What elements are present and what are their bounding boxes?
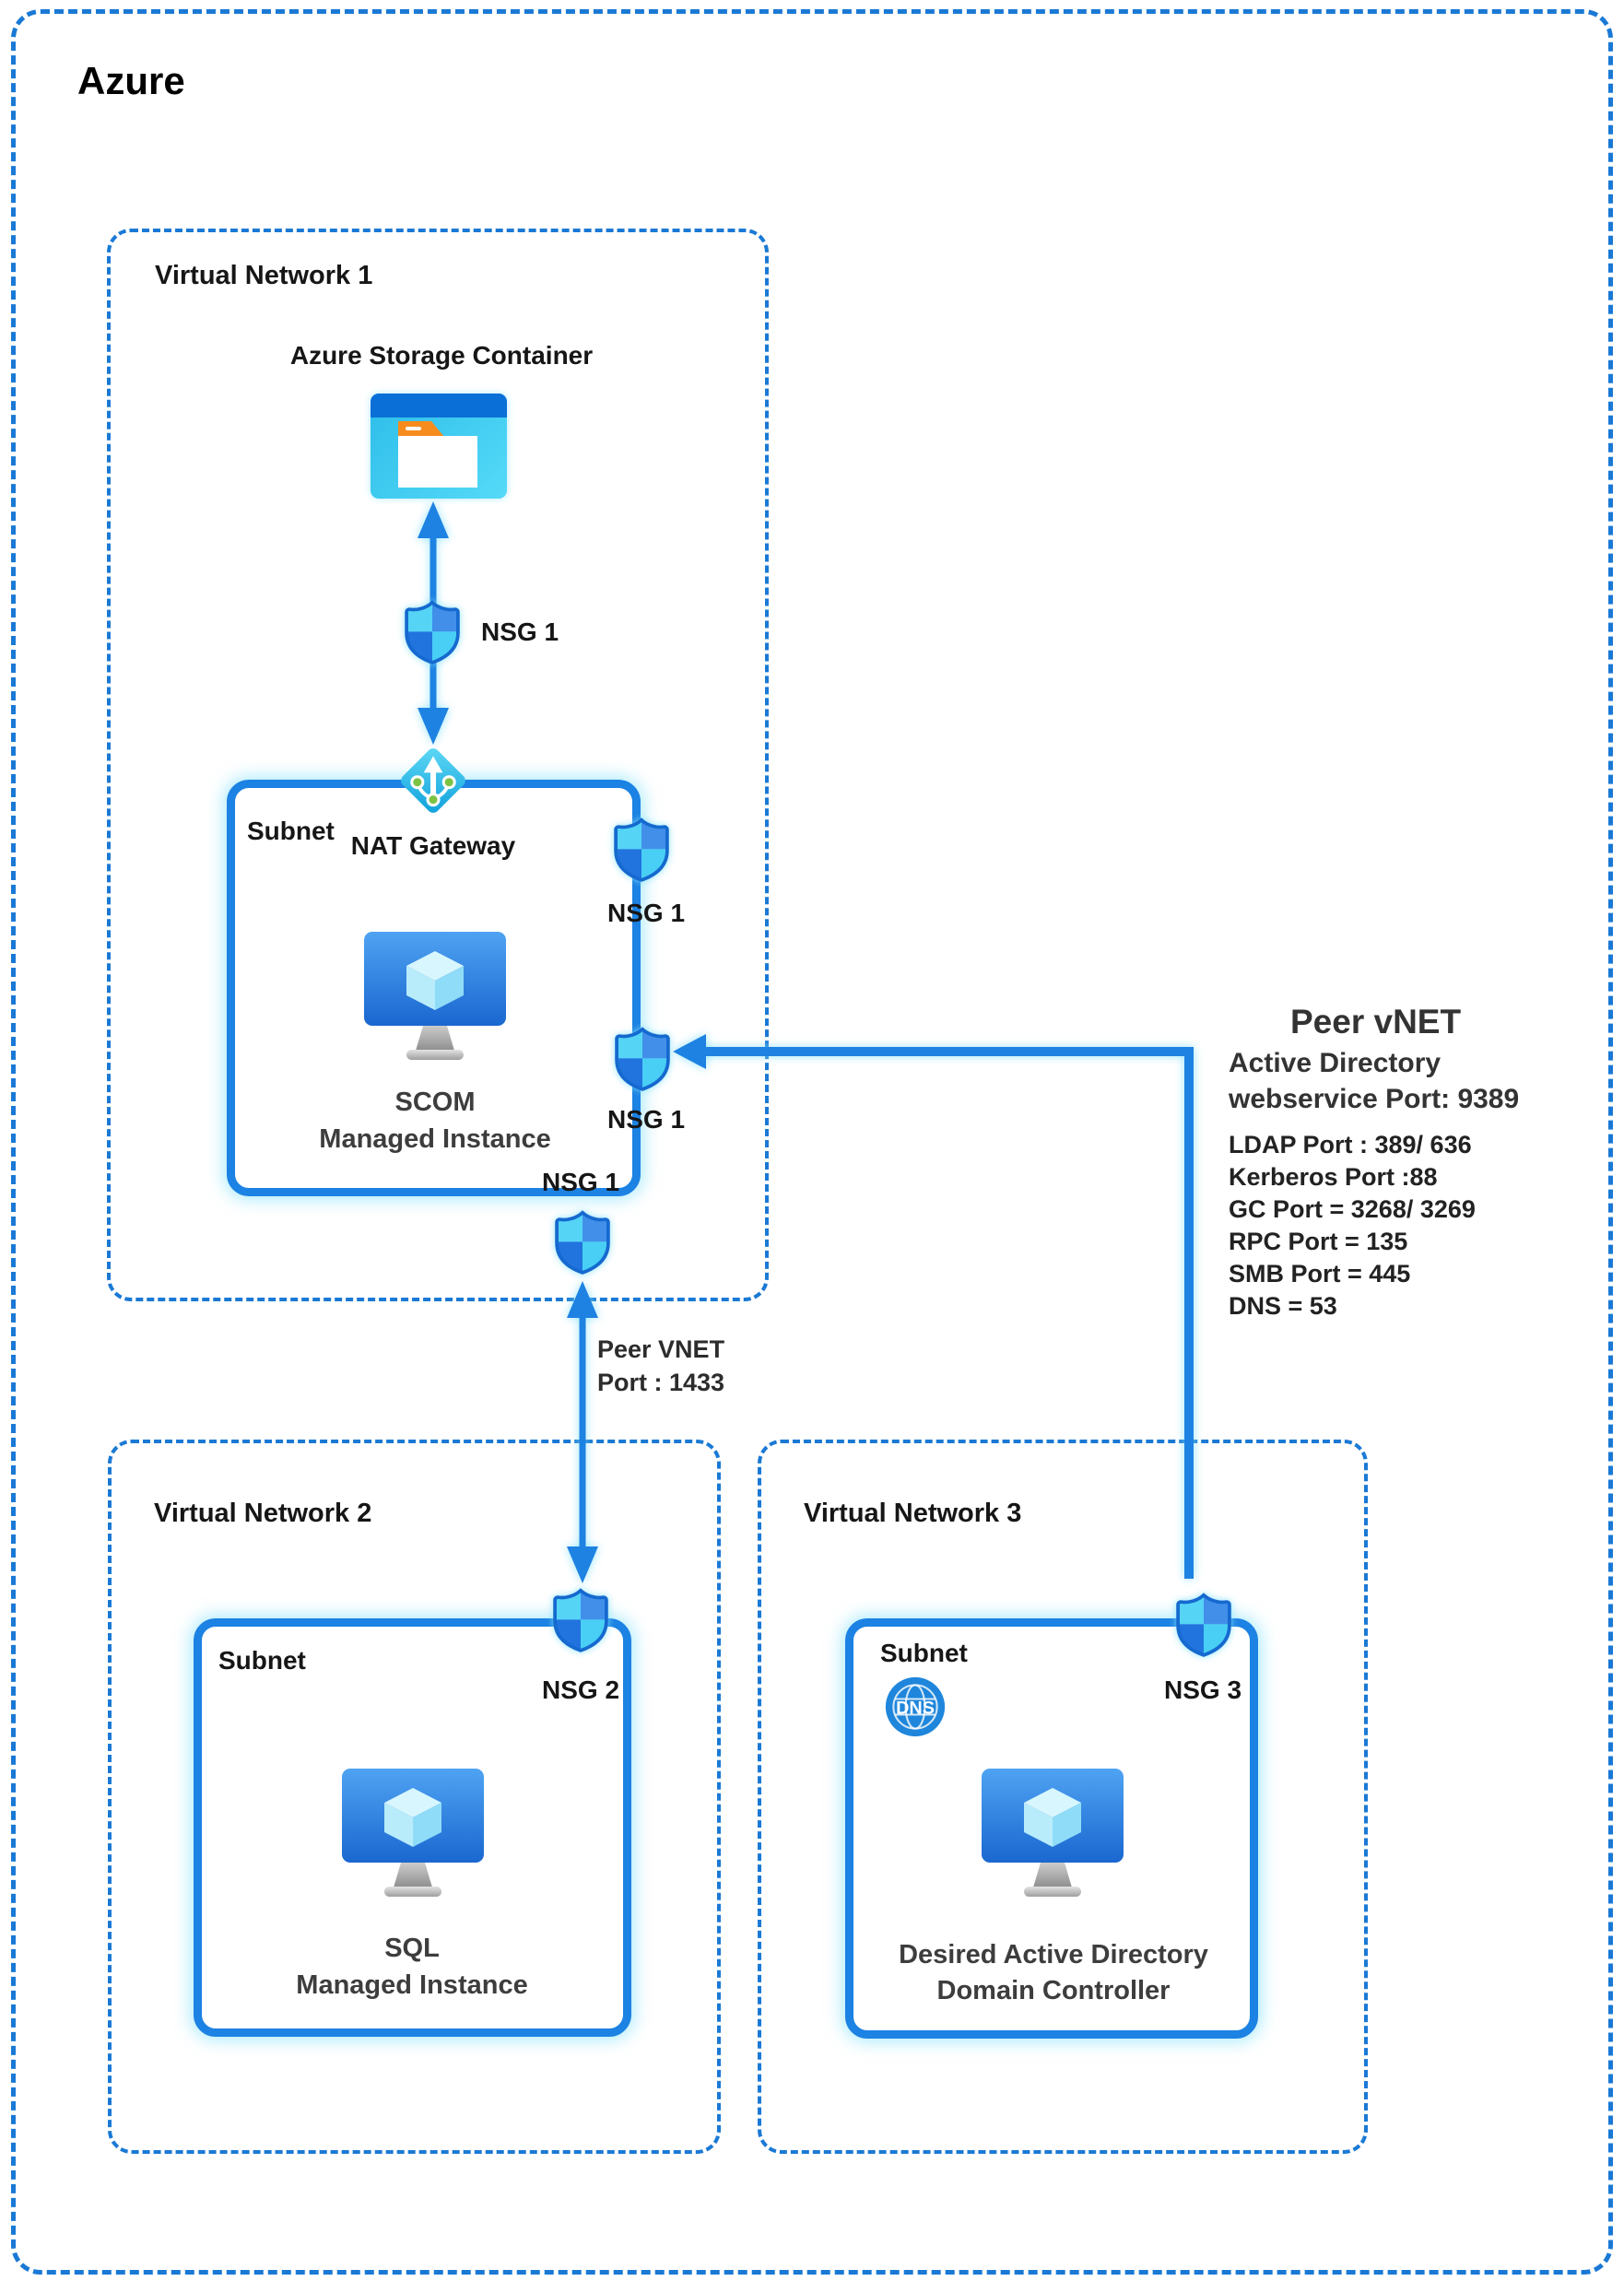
vnet1-subnet-label: Subnet: [247, 817, 335, 845]
nsg1-right-lower-label: NSG 1: [606, 1105, 686, 1134]
ad-vm-label-line2: Domain Controller: [936, 1976, 1171, 2005]
arrow-peer-vnet-sql: [567, 1281, 598, 1583]
nsg1-bottom-label: NSG 1: [541, 1168, 620, 1196]
nsg1-right-upper-label: NSG 1: [606, 899, 686, 927]
peer-vnet-sql-line2: Port : 1433: [597, 1369, 725, 1396]
port-item: Kerberos Port :88: [1229, 1163, 1438, 1191]
page-title: Azure: [77, 59, 185, 102]
vnet2-boundary: [108, 1440, 721, 2154]
sql-vm-label-line1: SQL: [384, 1934, 440, 1963]
port-item: GC Port = 3268/ 3269: [1229, 1195, 1476, 1223]
sql-vm-label-line2: Managed Instance: [296, 1970, 528, 2000]
vnet2-label: Virtual Network 2: [154, 1499, 372, 1528]
nsg2-shield-icon: [552, 1587, 609, 1653]
vnet2-subnet-box: [194, 1618, 631, 2037]
nsg1-right-lower-shield-icon: [614, 1026, 671, 1092]
scom-vm-label: SCOM Managed Instance: [288, 1084, 583, 1158]
nat-gateway-label: NAT Gateway: [350, 831, 516, 860]
peer-vnet-ad-subtitle-line2: webservice Port: 9389: [1229, 1084, 1520, 1114]
vnet2-subnet-label: Subnet: [218, 1646, 306, 1675]
folder-tab: [398, 421, 444, 437]
peer-vnet-ad-subtitle-line1: Active Directory: [1229, 1048, 1442, 1078]
nsg1-storage-shield-icon: [404, 599, 461, 665]
storage-header-bar: [371, 394, 507, 417]
vnet3-boundary: [758, 1440, 1368, 2154]
port-item: SMB Port = 445: [1229, 1260, 1411, 1287]
sql-vm-label: SQL Managed Instance: [265, 1930, 559, 2004]
peer-vnet-sql-line1: Peer VNET: [597, 1335, 725, 1363]
vnet3-label: Virtual Network 3: [804, 1499, 1022, 1528]
folder-tab-dash: [406, 427, 421, 430]
vnet3-subnet-label: Subnet: [880, 1639, 968, 1667]
nsg2-label: NSG 2: [541, 1675, 620, 1704]
ad-vm-icon: [979, 1766, 1126, 1906]
port-item: LDAP Port : 389/ 636: [1229, 1131, 1472, 1158]
nsg3-shield-icon: [1175, 1592, 1232, 1658]
arrow-peer-vnet-ad: [673, 1034, 1194, 1579]
nsg1-right-upper-shield-icon: [613, 817, 670, 883]
scom-vm-label-line1: SCOM: [394, 1088, 476, 1117]
port-item: DNS = 53: [1229, 1292, 1337, 1320]
dns-icon-text: DNS: [896, 1699, 935, 1719]
storage-container-label: Azure Storage Container: [289, 341, 594, 370]
peer-vnet-ad-subtitle: Active Directory webservice Port: 9389: [1229, 1045, 1519, 1117]
storage-container-icon: [371, 394, 507, 499]
azure-cloud-boundary: [11, 9, 1613, 2275]
peer-vnet-ad-ports-list: LDAP Port : 389/ 636 Kerberos Port :88 G…: [1229, 1129, 1476, 1323]
folder-body: [398, 436, 477, 488]
nsg1-storage-label: NSG 1: [481, 617, 559, 646]
scom-vm-label-line2: Managed Instance: [319, 1124, 551, 1154]
dns-icon: DNS: [885, 1676, 946, 1737]
vnet1-label: Virtual Network 1: [155, 261, 373, 290]
vnet3-subnet-box: [845, 1618, 1258, 2039]
sql-vm-icon: [339, 1766, 487, 1906]
ad-vm-label-line1: Desired Active Directory: [899, 1940, 1208, 1969]
nsg3-label: NSG 3: [1163, 1675, 1242, 1704]
scom-vm-icon: [361, 929, 509, 1069]
vnet1-boundary: [107, 229, 769, 1301]
port-item: RPC Port = 135: [1229, 1228, 1408, 1255]
nat-gateway-icon: [401, 748, 465, 813]
peer-vnet-ad-title: Peer vNET: [1290, 1003, 1462, 1041]
nsg1-bottom-shield-icon: [554, 1209, 611, 1276]
ad-vm-label: Desired Active Directory Domain Controll…: [888, 1937, 1219, 2009]
peer-vnet-sql-annotation: Peer VNET Port : 1433: [597, 1333, 724, 1399]
